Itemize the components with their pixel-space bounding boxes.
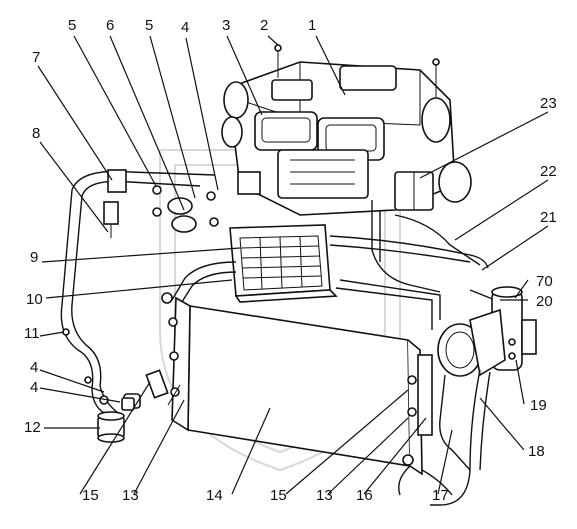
- hose-fittings: [152, 171, 261, 233]
- callout-9: 9: [30, 249, 38, 266]
- callout-6: 6: [106, 17, 114, 34]
- callout-4c: 4: [30, 379, 38, 396]
- callout-23: 23: [540, 95, 557, 112]
- callout-5b: 5: [68, 17, 76, 34]
- callout-22: 22: [540, 163, 557, 180]
- callout-11: 11: [24, 325, 40, 342]
- evaporator-core: [229, 224, 338, 303]
- callout-16: 16: [356, 487, 373, 504]
- leader-lines: [37, 35, 549, 495]
- callout-3: 3: [222, 17, 230, 34]
- heater-unit: [221, 44, 472, 216]
- callout-19: 19: [530, 397, 547, 414]
- callout-7: 7: [32, 49, 40, 66]
- callout-17: 17: [432, 487, 449, 504]
- callout-4b: 4: [30, 359, 38, 376]
- callout-20: 20: [536, 293, 553, 310]
- callout-2: 2: [260, 17, 268, 34]
- callout-5: 5: [145, 17, 153, 34]
- left-hose-assembly: [60, 169, 216, 389]
- callout-13b: 13: [316, 487, 333, 504]
- condenser: [161, 292, 433, 476]
- callout-21: 21: [540, 209, 557, 226]
- callout-15b: 15: [270, 487, 287, 504]
- callout-14: 14: [206, 487, 223, 504]
- callout-1: 1: [308, 17, 316, 34]
- filter-canister: [84, 376, 135, 443]
- callout-13: 13: [122, 487, 139, 504]
- callout-8: 8: [32, 125, 40, 142]
- callout-10: 10: [26, 291, 43, 308]
- callout-labels: 1 2 3 4 5 6 5 7 8 9 10 11 4 4 12 15 13 1…: [24, 17, 557, 504]
- callout-4: 4: [181, 19, 189, 36]
- callout-18: 18: [528, 443, 545, 460]
- callout-12: 12: [24, 419, 41, 436]
- callout-15: 15: [82, 487, 99, 504]
- callout-70: 70: [536, 273, 553, 290]
- receiver-drier: [430, 286, 537, 506]
